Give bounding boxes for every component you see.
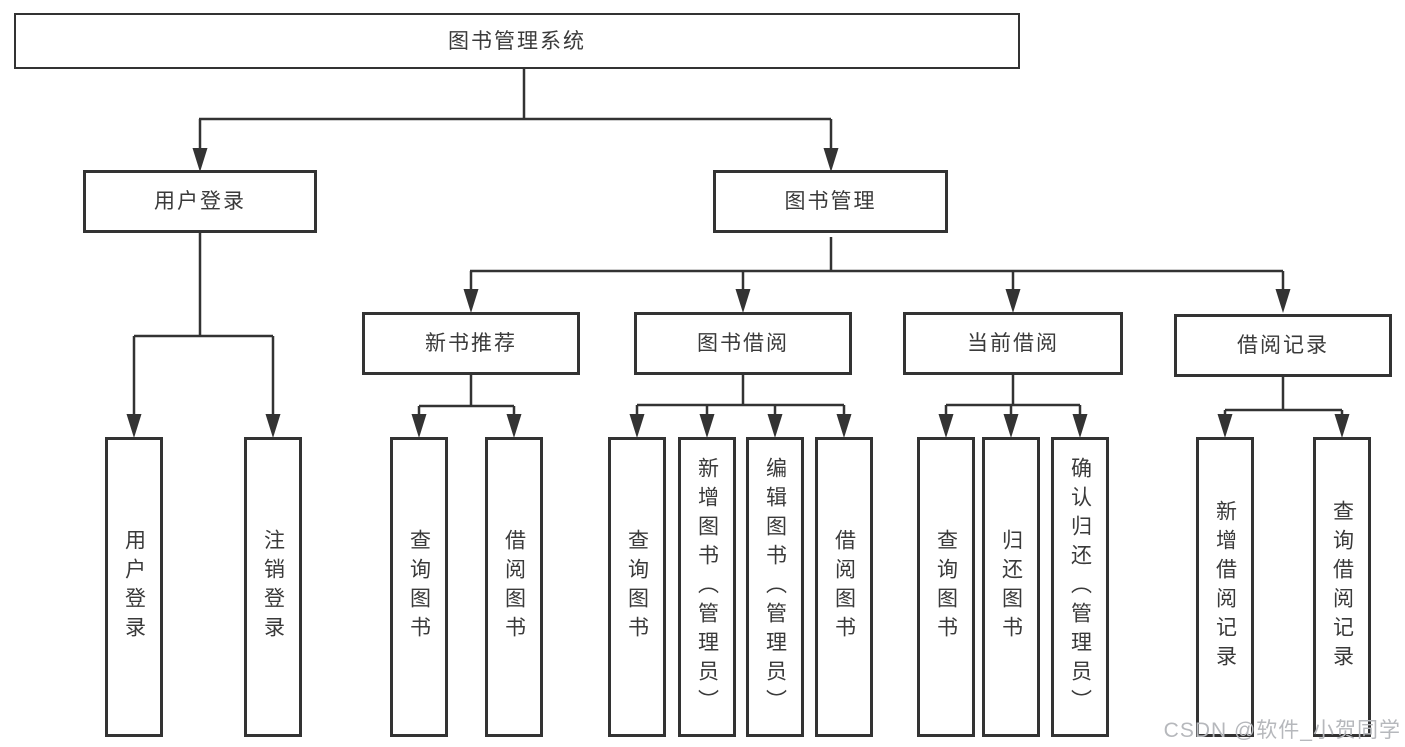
node-add-borrow-record: 新增借阅记录	[1196, 437, 1254, 737]
node-confirm-return-admin: 确认归还（管理员）	[1051, 437, 1109, 737]
node-label: 查询图书	[407, 529, 431, 645]
node-new-book-recommendation: 新书推荐	[362, 312, 580, 375]
node-book-borrowing: 图书借阅	[634, 312, 852, 375]
node-query-books-current: 查询图书	[917, 437, 975, 737]
node-borrowing-records: 借阅记录	[1174, 314, 1392, 377]
node-label: 图书借阅	[697, 332, 789, 355]
node-library-management-system: 图书管理系统	[14, 13, 1020, 69]
node-label: 查询借阅记录	[1330, 500, 1354, 674]
node-edit-book-admin: 编辑图书（管理员）	[746, 437, 804, 737]
node-label: 当前借阅	[967, 332, 1059, 355]
node-query-books-borrowing: 查询图书	[608, 437, 666, 737]
node-label: 图书管理系统	[448, 29, 586, 53]
node-current-borrowing: 当前借阅	[903, 312, 1123, 375]
node-borrow-books: 借阅图书	[815, 437, 873, 737]
node-label: 归还图书	[999, 529, 1023, 645]
node-label: 新增图书（管理员）	[695, 456, 719, 718]
node-book-management: 图书管理	[713, 170, 948, 233]
node-return-books: 归还图书	[982, 437, 1040, 737]
node-label: 借阅图书	[832, 529, 856, 645]
node-user-login: 用户登录	[83, 170, 317, 233]
node-user-login-leaf: 用户登录	[105, 437, 163, 737]
node-label: 用户登录	[122, 529, 146, 645]
node-label: 新增借阅记录	[1213, 500, 1237, 674]
node-label: 借阅图书	[502, 529, 526, 645]
node-query-borrow-record: 查询借阅记录	[1313, 437, 1371, 737]
node-label: 用户登录	[154, 190, 246, 213]
node-label: 注销登录	[261, 529, 285, 645]
node-label: 查询图书	[625, 529, 649, 645]
node-logout: 注销登录	[244, 437, 302, 737]
node-query-books-recommend: 查询图书	[390, 437, 448, 737]
csdn-watermark: CSDN @软件_小贺同学	[1163, 719, 1401, 742]
node-label: 确认归还（管理员）	[1068, 456, 1092, 718]
node-label: 借阅记录	[1237, 334, 1329, 357]
node-label: 新书推荐	[425, 332, 517, 355]
node-label: 查询图书	[934, 529, 958, 645]
node-label: 图书管理	[784, 190, 877, 213]
node-borrow-books-recommend: 借阅图书	[485, 437, 543, 737]
node-label: 编辑图书（管理员）	[763, 456, 787, 718]
node-add-book-admin: 新增图书（管理员）	[678, 437, 736, 737]
